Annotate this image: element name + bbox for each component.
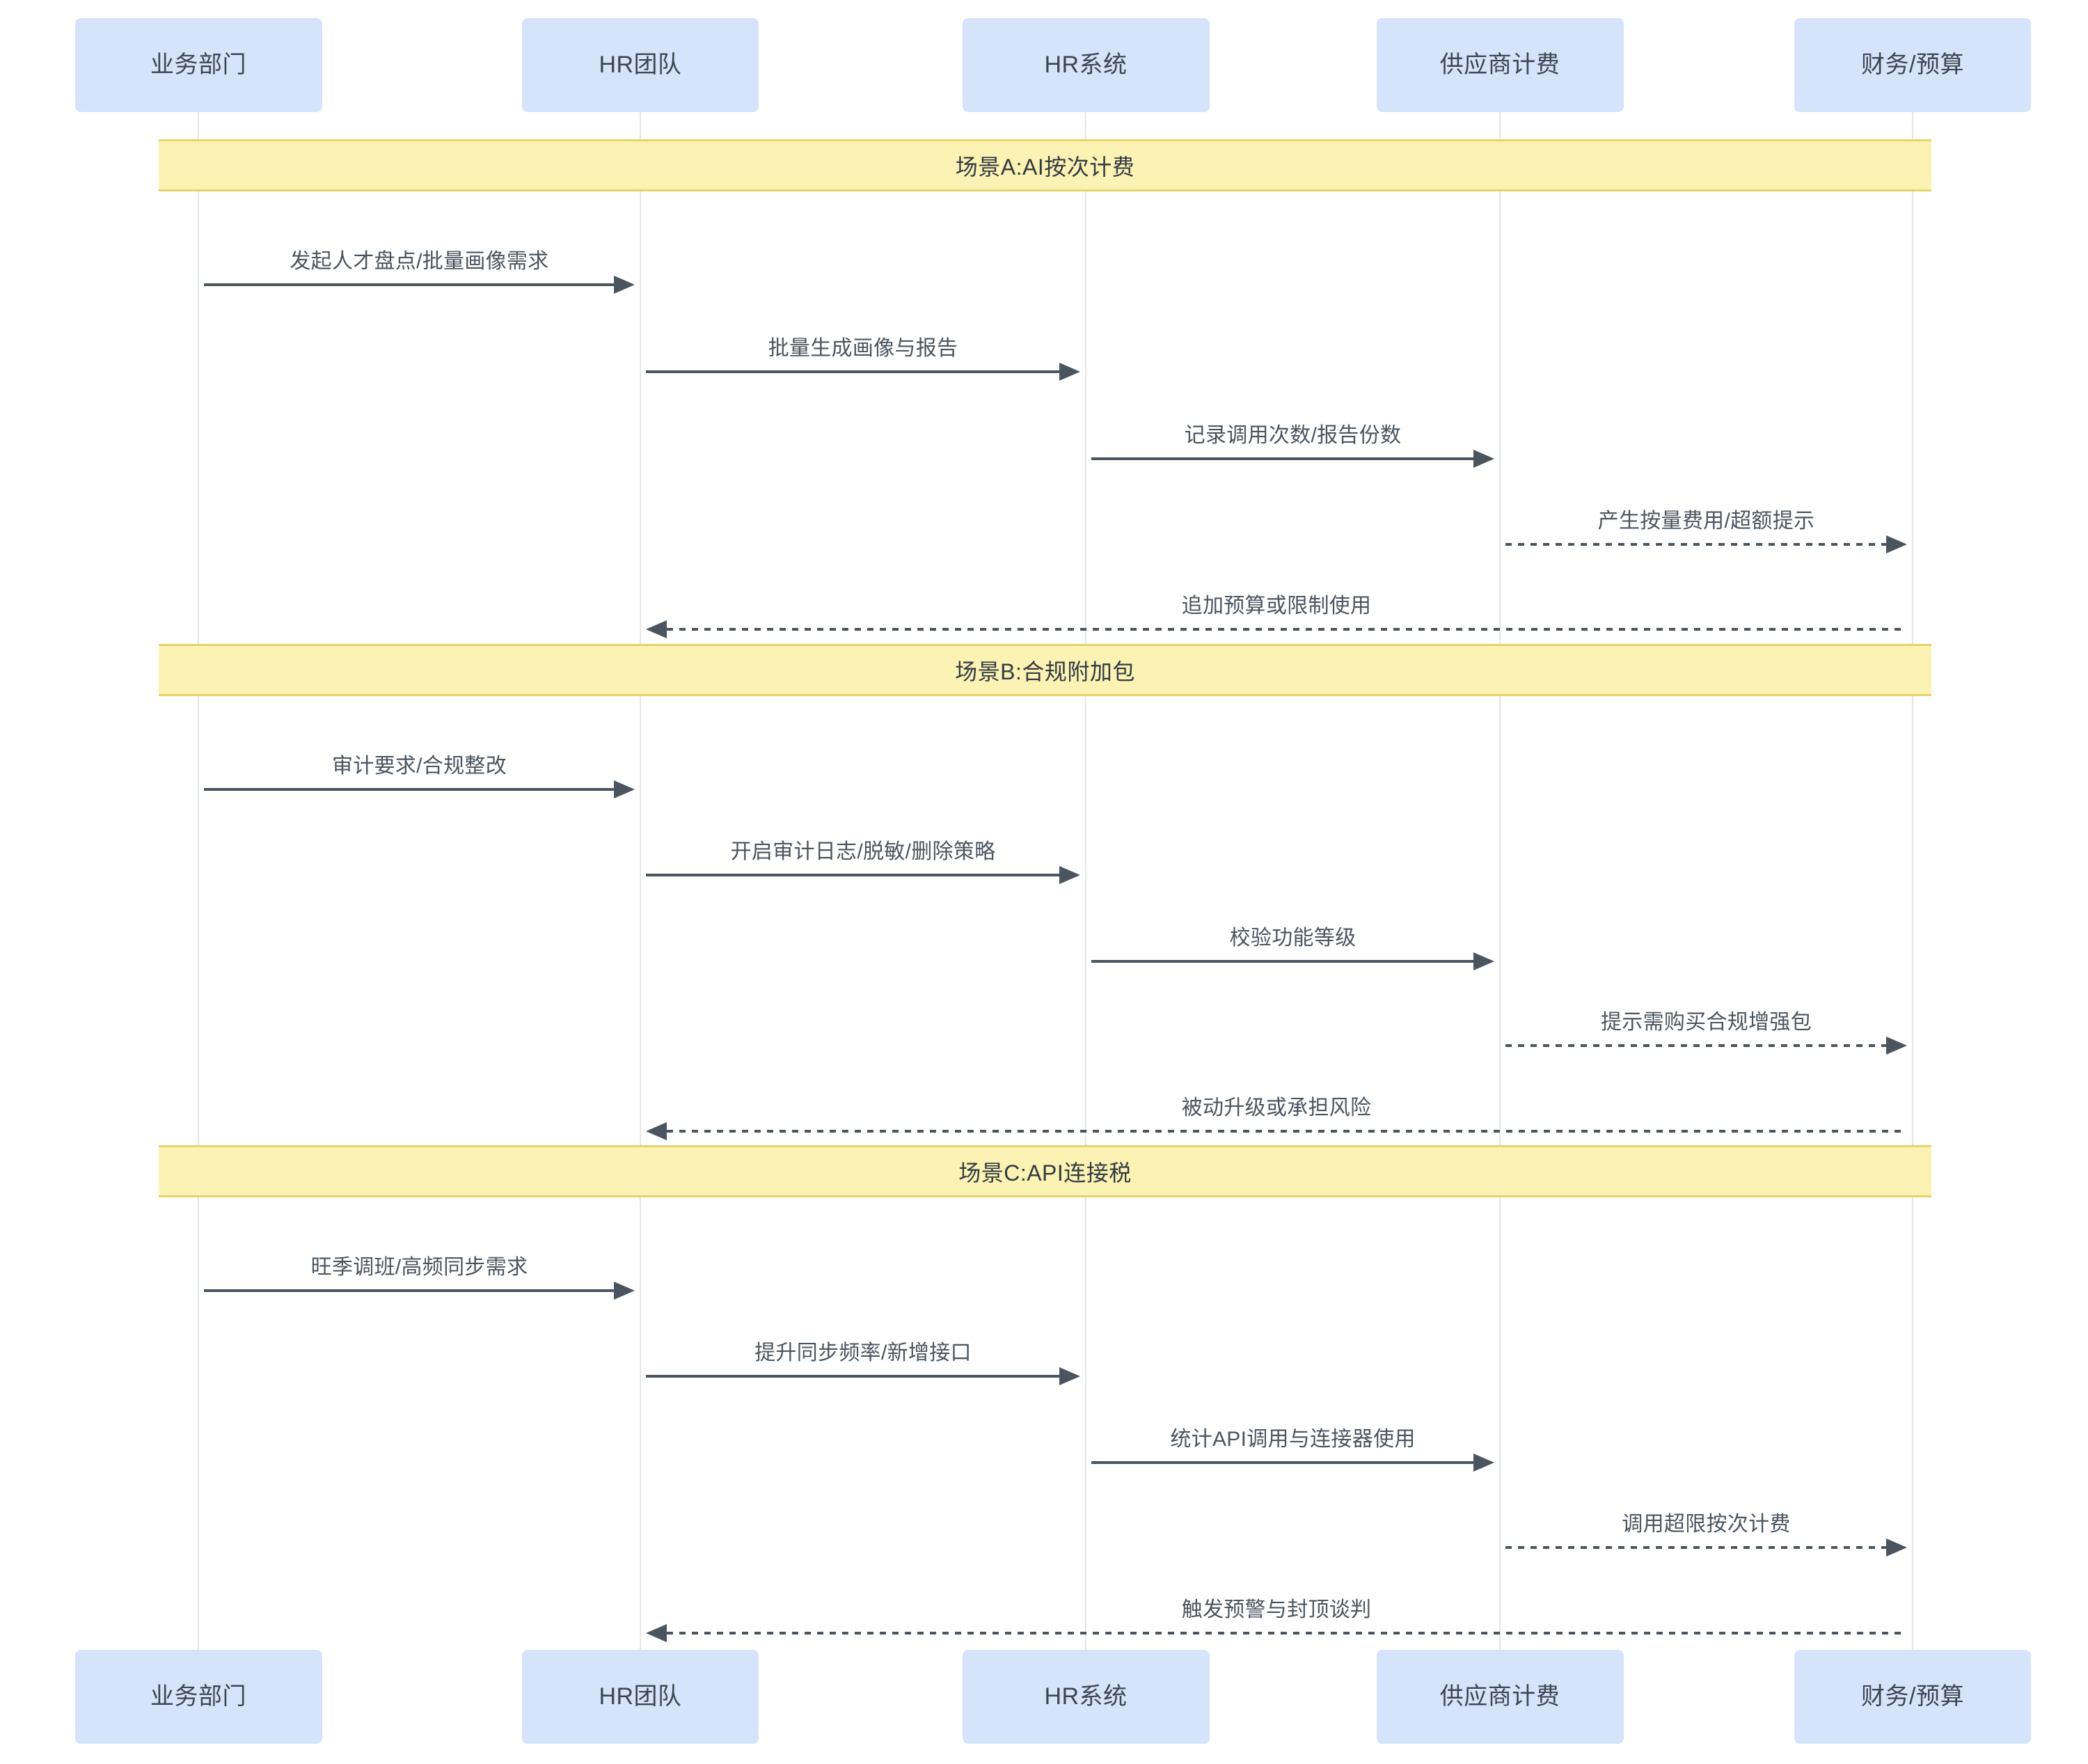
participant-label: 业务部门 [150, 52, 246, 79]
lifeline-hrsys [1085, 112, 1086, 1650]
message-A-2[interactable]: 批量生成画像与报告 [646, 324, 1080, 381]
message-A-5[interactable]: 追加预算或限制使用 [646, 581, 1907, 638]
message-arrow-dashed-left [646, 1624, 1907, 1642]
message-arrow-solid-right [1091, 952, 1494, 970]
message-A-4[interactable]: 产生按量费用/超额提示 [1505, 496, 1907, 553]
participant-header-hrsys[interactable]: HR系统 [962, 18, 1210, 112]
message-label: 被动升级或承担风险 [1181, 1096, 1372, 1119]
message-B-3[interactable]: 校验功能等级 [1091, 913, 1494, 970]
message-label: 产生按量费用/超额提示 [1597, 510, 1815, 533]
participant-label: HR系统 [1044, 1683, 1128, 1710]
message-label: 审计要求/合规整改 [331, 755, 507, 778]
message-label: 追加预算或限制使用 [1181, 594, 1372, 617]
scenario-bar-B[interactable]: 场景B:合规附加包 [159, 644, 1931, 696]
message-C-2[interactable]: 提升同步频率/新增接口 [646, 1328, 1080, 1385]
message-label: 提升同步频率/新增接口 [754, 1341, 972, 1364]
message-B-1[interactable]: 审计要求/合规整改 [204, 741, 635, 798]
message-C-4[interactable]: 调用超限按次计费 [1505, 1499, 1907, 1557]
message-label: 发起人才盘点/批量画像需求 [290, 250, 549, 273]
message-B-4[interactable]: 提示需购买合规增强包 [1505, 998, 1907, 1055]
participant-header-finance[interactable]: 财务/预算 [1794, 18, 2031, 112]
message-label: 旺季调班/高频同步需求 [310, 1256, 528, 1279]
participant-label: 财务/预算 [1861, 52, 1964, 79]
lifeline-finance [1912, 112, 1913, 1650]
participant-label: 财务/预算 [1861, 1683, 1964, 1710]
message-A-3[interactable]: 记录调用次数/报告份数 [1091, 411, 1494, 468]
participant-footer-hrsys[interactable]: HR系统 [962, 1650, 1210, 1744]
scenario-bar-C[interactable]: 场景C:API连接税 [159, 1145, 1931, 1197]
participant-header-vendor[interactable]: 供应商计费 [1376, 18, 1624, 112]
message-arrow-dashed-right [1505, 1538, 1907, 1557]
message-B-2[interactable]: 开启审计日志/脱敏/删除策略 [646, 827, 1080, 884]
participant-footer-vendor[interactable]: 供应商计费 [1376, 1650, 1624, 1744]
message-arrow-solid-right [1091, 450, 1494, 468]
message-label: 提示需购买合规增强包 [1601, 1011, 1812, 1034]
message-C-3[interactable]: 统计API调用与连接器使用 [1091, 1415, 1494, 1472]
message-arrow-dashed-right [1505, 535, 1907, 553]
message-C-1[interactable]: 旺季调班/高频同步需求 [204, 1243, 635, 1300]
scenario-label: 场景B:合规附加包 [955, 659, 1135, 684]
message-arrow-dashed-right [1505, 1037, 1907, 1055]
lifeline-biz [198, 112, 199, 1650]
message-arrow-dashed-left [646, 620, 1907, 638]
message-arrow-solid-right [204, 276, 635, 294]
lifeline-vendor [1499, 112, 1501, 1650]
participant-header-biz[interactable]: 业务部门 [74, 18, 322, 112]
participant-label: HR系统 [1044, 52, 1128, 79]
participant-label: 供应商计费 [1439, 1683, 1560, 1710]
message-arrow-solid-right [646, 1367, 1080, 1385]
participant-label: 业务部门 [150, 1683, 246, 1710]
participant-label: HR团队 [599, 1683, 682, 1710]
message-arrow-solid-right [646, 363, 1080, 381]
scenario-bar-A[interactable]: 场景A:AI按次计费 [159, 139, 1931, 191]
message-A-1[interactable]: 发起人才盘点/批量画像需求 [204, 237, 635, 294]
message-arrow-solid-right [1091, 1454, 1494, 1472]
participant-label: HR团队 [599, 52, 682, 79]
participant-label: 供应商计费 [1439, 52, 1560, 79]
message-arrow-dashed-left [646, 1122, 1907, 1140]
message-B-5[interactable]: 被动升级或承担风险 [646, 1083, 1907, 1140]
scenario-label: 场景A:AI按次计费 [955, 154, 1135, 180]
message-arrow-solid-right [204, 1282, 635, 1300]
message-arrow-solid-right [204, 780, 635, 798]
participant-footer-biz[interactable]: 业务部门 [74, 1650, 322, 1744]
participant-header-hrteam[interactable]: HR团队 [522, 18, 759, 112]
message-label: 批量生成画像与报告 [768, 337, 958, 360]
message-label: 触发预警与封顶谈判 [1181, 1598, 1372, 1621]
message-arrow-solid-right [646, 866, 1080, 884]
message-C-5[interactable]: 触发预警与封顶谈判 [646, 1585, 1907, 1642]
message-label: 统计API调用与连接器使用 [1170, 1428, 1416, 1451]
participant-footer-finance[interactable]: 财务/预算 [1794, 1650, 2031, 1744]
participant-footer-hrteam[interactable]: HR团队 [522, 1650, 759, 1744]
message-label: 记录调用次数/报告份数 [1184, 424, 1402, 447]
scenario-label: 场景C:API连接税 [958, 1160, 1132, 1186]
message-label: 校验功能等级 [1229, 927, 1357, 950]
message-label: 调用超限按次计费 [1622, 1513, 1791, 1536]
lifeline-hrteam [640, 112, 641, 1650]
message-label: 开启审计日志/脱敏/删除策略 [730, 840, 996, 863]
